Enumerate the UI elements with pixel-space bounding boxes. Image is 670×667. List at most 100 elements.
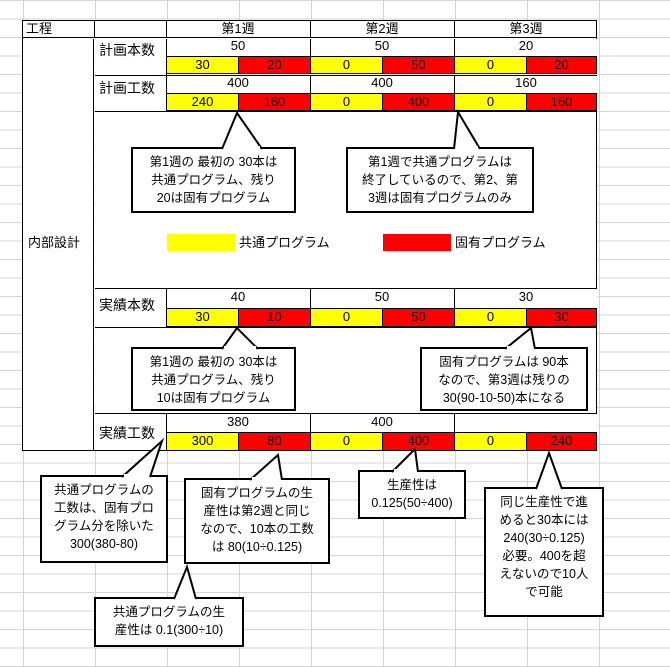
callout-line: 共通プログラムの <box>54 483 154 497</box>
actual-count-col-divider-3 <box>454 289 455 308</box>
callout-common-effort: 共通プログラムの 工数は、固有プロ グラム分を除いた 300(380-80) <box>40 475 168 563</box>
callout-line: なので、10本の工数 <box>200 522 314 536</box>
plan-count-col-divider-2 <box>310 39 311 57</box>
plan-effort-unique-w1: 160 <box>238 93 311 111</box>
legend-unique-label: 固有プログラム <box>455 235 546 250</box>
callout-line: 第1週で共通プログラムは <box>367 155 513 169</box>
header-row <box>22 20 597 38</box>
plan-effort-unique-w2: 400 <box>382 93 455 111</box>
plan-count-total-w3: 20 <box>518 38 534 53</box>
legend-common-label: 共通プログラム <box>239 235 330 250</box>
plan-effort-total-w2: 400 <box>371 75 393 90</box>
callout-actual-week1: 第1週の 最初の 30本は 共通プログラム、残り 10は固有プログラム <box>131 347 296 411</box>
header-week1: 第1週 <box>221 21 255 36</box>
plan-count-common-w1: 30 <box>166 56 239 74</box>
actual-count-total-w1: 40 <box>230 289 246 304</box>
callout-line: で可能 <box>525 585 563 599</box>
legend-unique-swatch <box>383 234 451 251</box>
actual-effort-total-w2: 400 <box>371 414 393 429</box>
legend-common-swatch <box>167 234 235 251</box>
actual-count-total-w3: 30 <box>518 289 534 304</box>
callout-line: めると30本には <box>499 513 589 527</box>
actual-effort-label: 実績工数 <box>99 425 155 441</box>
plan-effort-unique-w3: 160 <box>526 93 597 111</box>
callout-productivity: 生産性は 0.125(50÷400) <box>358 470 466 519</box>
plan-effort-total-w1: 400 <box>227 75 249 90</box>
plan-effort-common-w2: 0 <box>310 93 383 111</box>
actual-count-unique-w2: 50 <box>382 308 455 327</box>
plan-count-common-w3: 0 <box>454 56 527 74</box>
callout-line: 生産性は <box>386 478 437 492</box>
callout-line: 産性は第2週と同じ <box>203 504 311 518</box>
plan-effort-label: 計画工数 <box>99 80 155 96</box>
actual-effort-col-divider-3 <box>454 414 455 432</box>
callout-line: は 80(10÷0.125) <box>211 540 303 554</box>
callout-line: 第1週の 最初の 30本は <box>149 155 278 169</box>
callout-line: 30(90-10-50)本になる <box>442 391 566 405</box>
callout-line: 共通プログラム、残り <box>151 373 276 387</box>
callout-common-productivity: 共通プログラムの生 産性は 0.1(300÷10) <box>94 597 244 647</box>
callout-line: 固有プログラムの生 <box>200 486 314 500</box>
actual-count-common-w1: 30 <box>166 308 239 327</box>
phase-cell <box>23 39 94 450</box>
callout-line: 産性は 0.1(300÷10) <box>114 623 224 637</box>
plan-count-total-w1: 50 <box>230 38 246 53</box>
plan-count-divider <box>95 75 597 76</box>
plan-count-unique-w1: 20 <box>238 56 311 74</box>
actual-effort-total-w1: 380 <box>227 414 249 429</box>
actual-count-unique-w1: 10 <box>238 308 311 327</box>
callout-line: 同じ生産性で進 <box>500 495 588 509</box>
header-divider-1 <box>94 20 95 38</box>
header-week3: 第3週 <box>509 21 543 36</box>
callout-line: 必要。400を超 <box>502 549 586 563</box>
pointer-c7 <box>391 446 419 473</box>
pointer-c8 <box>535 450 563 490</box>
actual-effort-unique-w2: 400 <box>382 432 455 451</box>
actual-count-col-divider-2 <box>310 289 311 308</box>
callout-actual-week3: 固有プログラムは 90本 なので、第3週は残りの 30(90-10-50)本にな… <box>420 347 588 411</box>
callout-line: グラム分を除いた <box>54 519 154 533</box>
header-divider-4 <box>454 20 455 38</box>
header-week2: 第2週 <box>365 21 399 36</box>
plan-effort-common-w3: 0 <box>454 93 527 111</box>
callout-line: 終了しているので、第2、第 <box>361 173 519 187</box>
plan-count-col-divider-3 <box>454 39 455 57</box>
callout-line: 固有プログラムは 90本 <box>439 355 569 369</box>
phase-label: 内部設計 <box>28 235 81 250</box>
header-divider-2 <box>166 20 167 38</box>
notes-divider-3 <box>95 327 597 328</box>
plan-effort-col-divider-2 <box>310 76 311 94</box>
plan-count-unique-w3: 20 <box>526 56 597 74</box>
notes-divider-4 <box>95 413 597 414</box>
callout-line: 0.125(50÷400) <box>371 496 453 510</box>
actual-effort-col-divider-2 <box>310 414 311 432</box>
callout-line: 20は固有プログラム <box>156 191 271 205</box>
callout-line: なので、第3週は残りの <box>438 373 570 387</box>
plan-count-label: 計画本数 <box>99 42 155 58</box>
callout-line: えないので10人 <box>499 567 589 581</box>
plan-effort-common-w1: 240 <box>166 93 239 111</box>
header-process: 工程 <box>26 21 53 36</box>
plan-effort-col-divider-3 <box>454 76 455 94</box>
plan-count-common-w2: 0 <box>310 56 383 74</box>
actual-effort-common-w1: 300 <box>166 432 239 451</box>
actual-effort-unique-w3: 240 <box>526 432 597 451</box>
actual-effort-unique-w1: 80 <box>238 432 311 451</box>
plan-count-total-w2: 50 <box>374 38 390 53</box>
actual-effort-common-w3: 0 <box>454 432 527 451</box>
actual-count-common-w3: 0 <box>454 308 527 327</box>
pointer-c6 <box>249 453 283 481</box>
callout-plan-week23: 第1週で共通プログラムは 終了しているので、第2、第 3週は固有プログラムのみ <box>346 147 534 213</box>
actual-count-common-w2: 0 <box>310 308 383 327</box>
callout-line: 第1週の 最初の 30本は <box>149 355 278 369</box>
callout-plan-week1: 第1週の 最初の 30本は 共通プログラム、残り 20は固有プログラム <box>131 147 296 213</box>
plan-effort-total-w3: 160 <box>515 75 537 90</box>
callout-line: 共通プログラムの生 <box>112 605 226 619</box>
actual-count-label: 実績本数 <box>99 297 155 313</box>
callout-line: 3週は固有プログラムのみ <box>367 191 513 205</box>
callout-line: 10は固有プログラム <box>156 391 271 405</box>
actual-effort-common-w2: 0 <box>310 432 383 451</box>
actual-count-total-w2: 50 <box>374 289 390 304</box>
callout-line: 240(30÷0.125) <box>503 531 585 545</box>
notes-divider-2 <box>95 288 597 289</box>
